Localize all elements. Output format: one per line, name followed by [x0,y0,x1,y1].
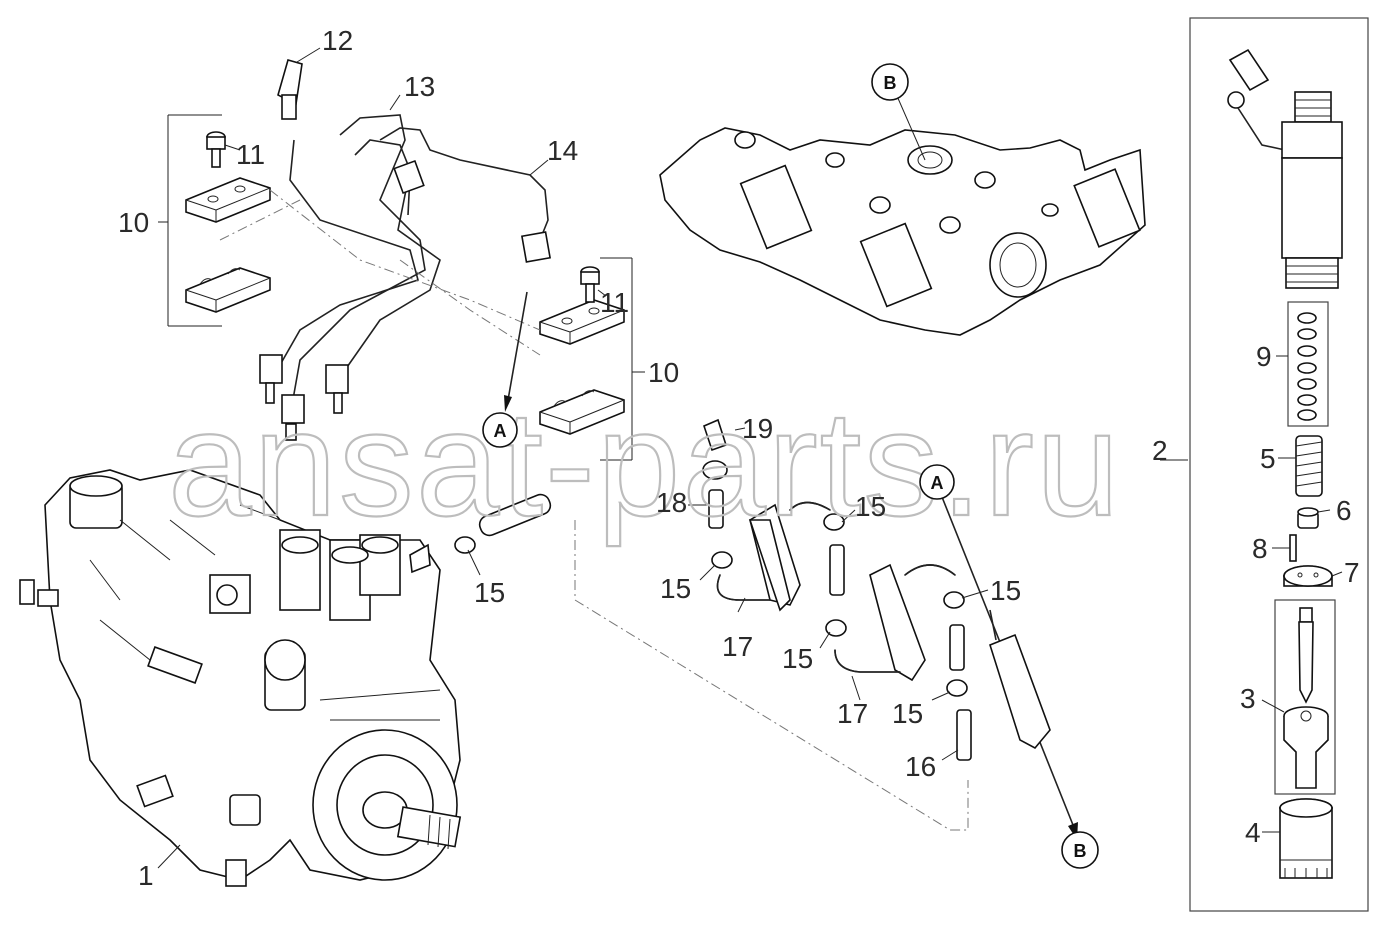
callout-17-right: 17 [837,698,868,729]
callout-19: 19 [742,413,773,444]
spacer-plate [1283,565,1333,587]
fuel-pipes [259,59,552,441]
callout-10-left: 10 [118,207,149,238]
pin [1289,534,1297,562]
callout-12: 12 [322,25,353,56]
reference-b-upper: B [871,63,909,101]
fuel-injection-pump [19,469,462,887]
return-hose-pump [454,493,552,554]
nozzle-frame [1274,599,1336,795]
callout-15-a: 15 [855,491,886,522]
cylinder-head [659,127,1146,336]
spring [1295,435,1323,497]
callout-15-pump: 15 [474,577,505,608]
callout-13: 13 [404,71,435,102]
callout-4: 4 [1245,817,1261,848]
reference-a-lower-label: A [931,473,944,493]
leak-off-set [702,418,1051,761]
callout-17-left: 17 [722,631,753,662]
injector-holder [1227,48,1343,289]
nozzle-nut [1279,798,1333,879]
callout-7: 7 [1344,557,1360,588]
injector-detail-frame [1189,17,1369,912]
callout-10-right: 10 [648,357,679,388]
callout-18: 18 [656,487,687,518]
callout-15-b: 15 [660,573,691,604]
callout-15-e: 15 [892,698,923,729]
watermark-text: ansat-parts.ru [168,379,1121,547]
clamp-lower-right [539,389,625,435]
callout-14: 14 [547,135,578,166]
callout-16: 16 [905,751,936,782]
reference-b-lower-label: B [1074,841,1087,861]
callout-15-c: 15 [782,643,813,674]
callout-11-left: 11 [236,139,265,170]
reference-b-upper-label: B [884,73,897,93]
reference-a-lower: A [919,464,955,500]
reference-a-upper: A [482,412,518,448]
callout-11-right: 11 [600,287,629,318]
reference-a-upper-label: A [494,421,507,441]
callout-6: 6 [1336,495,1352,526]
callout-3: 3 [1240,683,1256,714]
clamp-lower-left [185,267,271,313]
clamp-upper-left [185,177,271,223]
bolt-left [206,131,226,168]
callout-15-d: 15 [990,575,1021,606]
bolt-right [580,266,600,303]
callout-2: 2 [1152,435,1168,466]
callout-5: 5 [1260,443,1276,474]
nozzle-assembly [1283,607,1329,789]
shim-set [1297,312,1317,421]
shim-set-frame [1287,301,1329,427]
callout-8: 8 [1252,533,1268,564]
callout-9: 9 [1256,341,1272,372]
spring-seat [1297,507,1319,529]
callout-1: 1 [138,860,154,891]
reference-b-lower: B [1061,831,1099,869]
